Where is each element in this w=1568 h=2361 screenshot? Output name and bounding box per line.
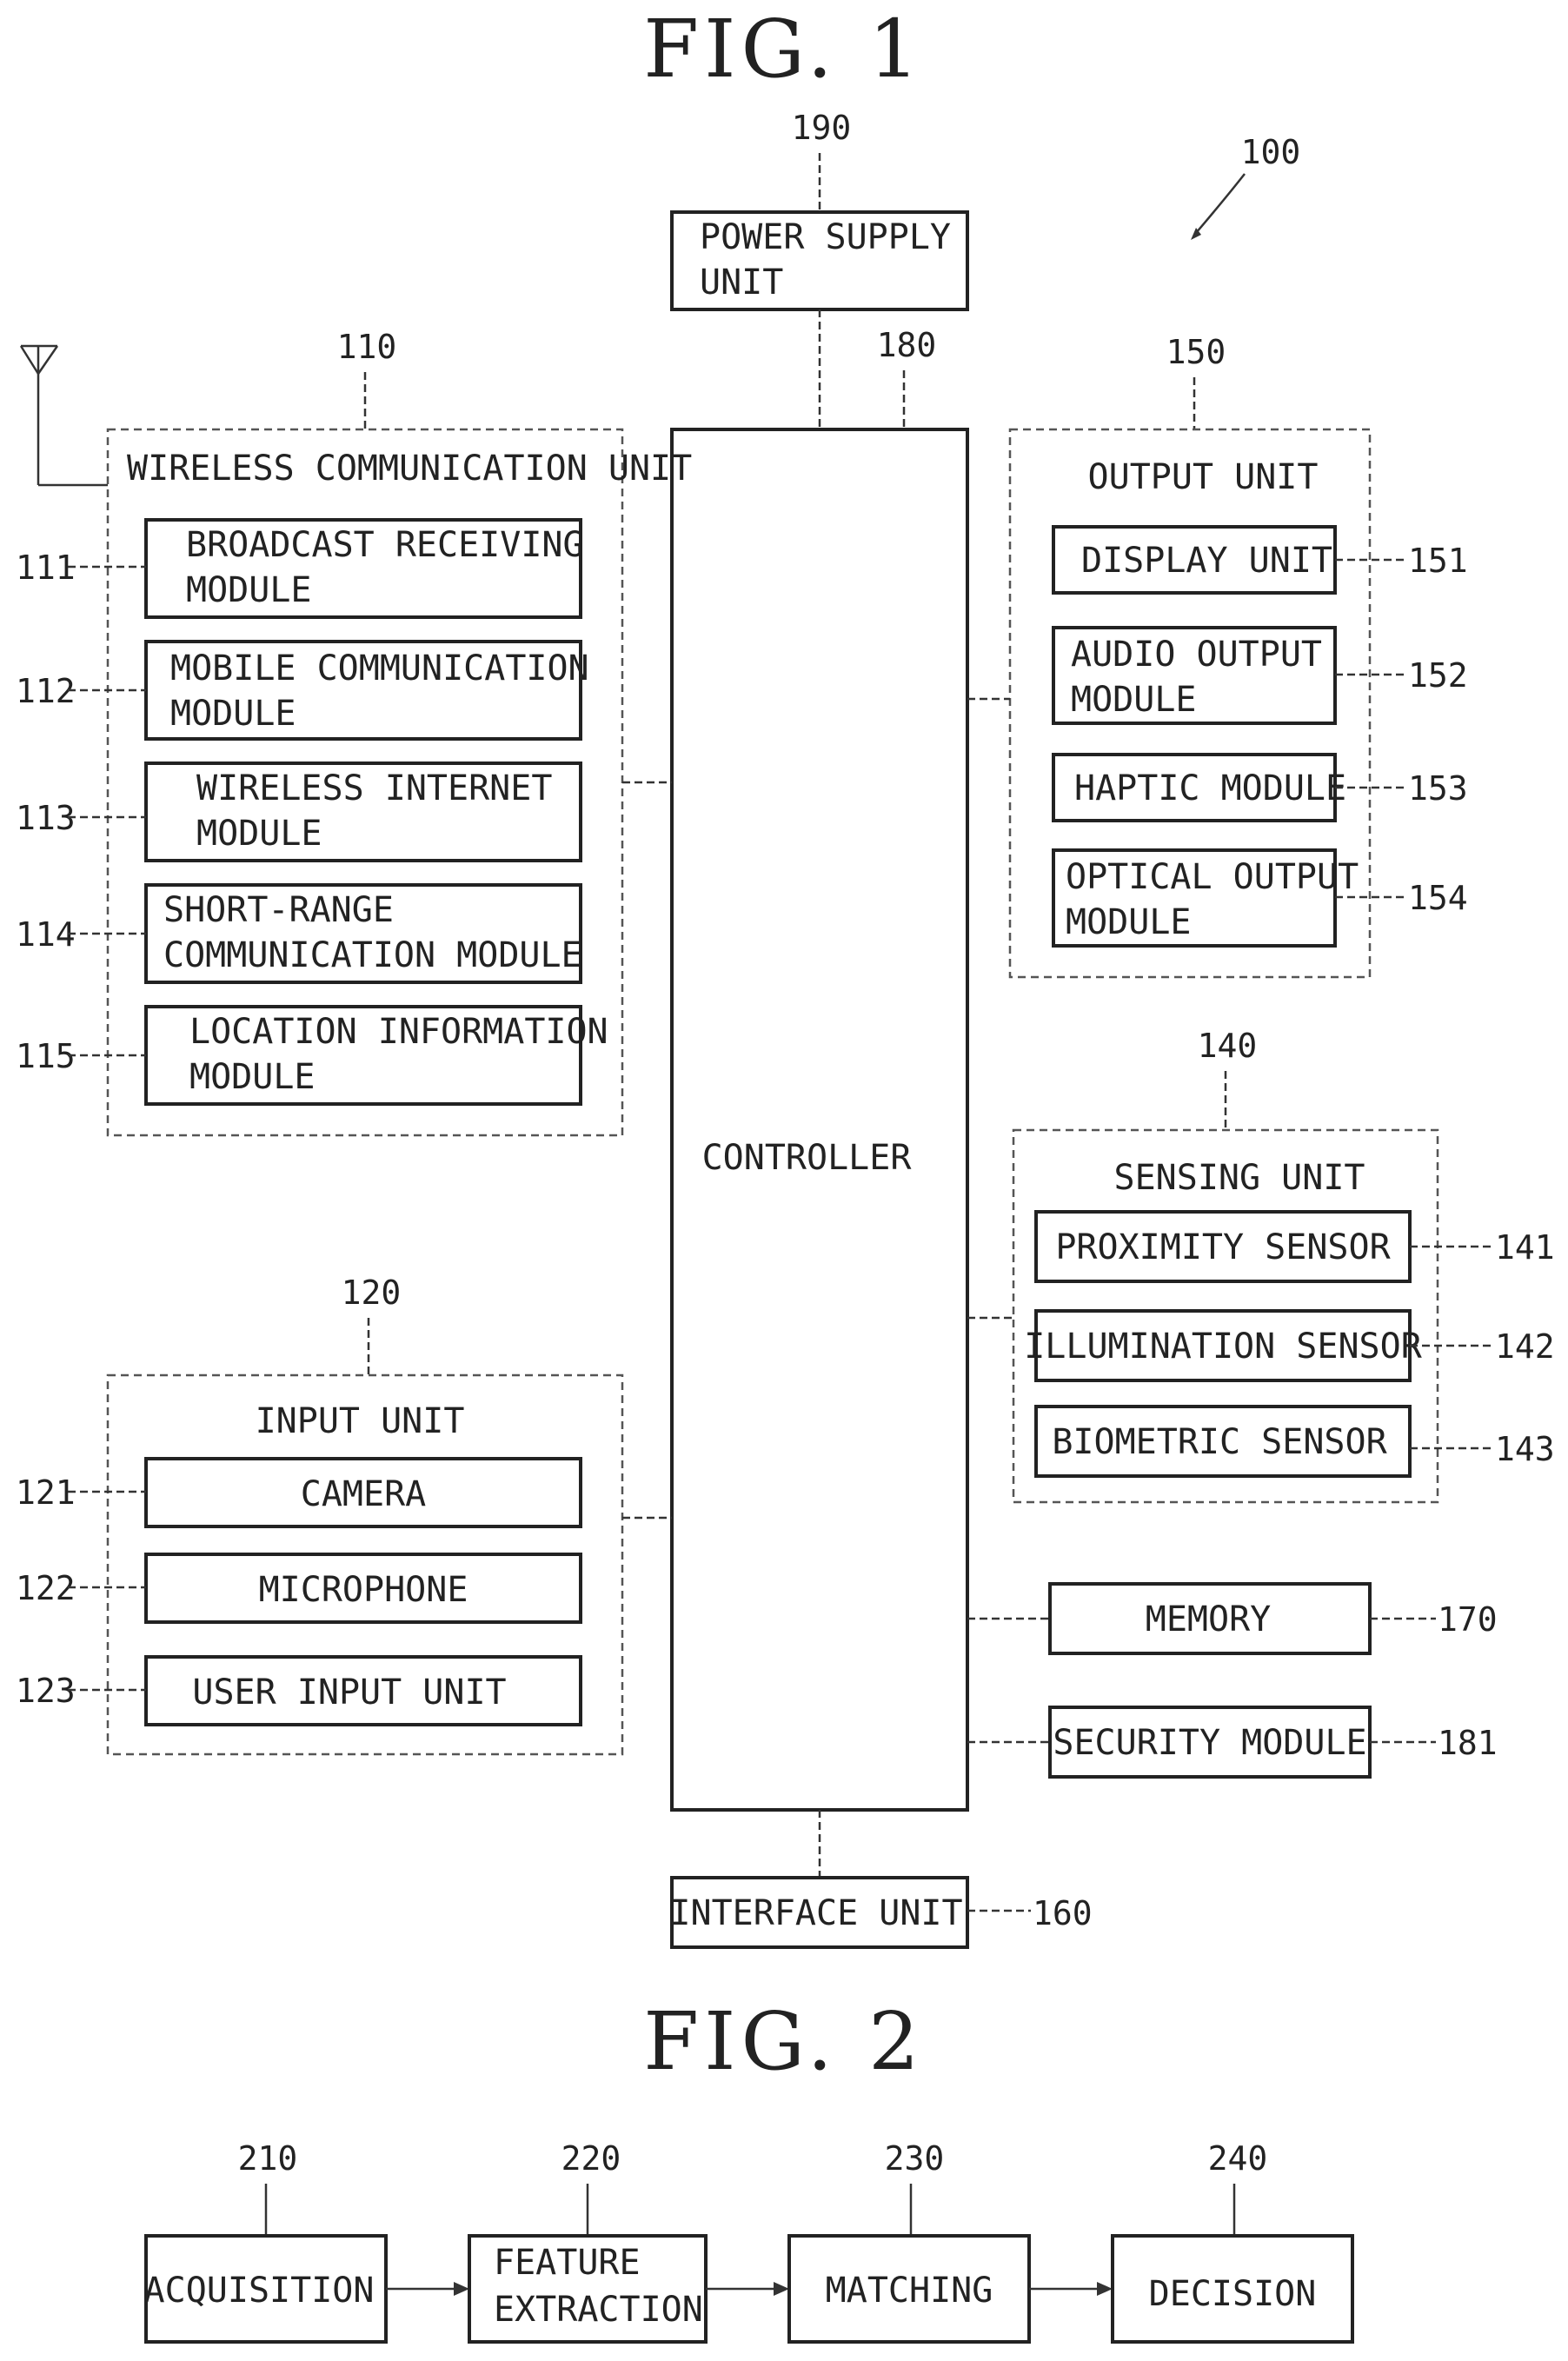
output-module-154: OPTICAL OUTPUT MODULE 154 — [1053, 850, 1468, 946]
wireless-unit-ref: 110 — [337, 328, 397, 366]
controller-ref: 180 — [877, 326, 937, 364]
audio-output-module-line2: MODULE — [1071, 680, 1197, 720]
output-unit-title: OUTPUT UNIT — [1088, 457, 1319, 497]
wireless-module-111: BROADCAST RECEIVING MODULE 111 — [16, 520, 584, 617]
decision-label: DECISION — [1149, 2274, 1317, 2314]
interface-unit-label: INTERFACE UNIT — [669, 1893, 962, 1933]
controller-label: CONTROLLER — [702, 1138, 913, 1178]
short-range-module-ref: 114 — [16, 915, 76, 954]
wireless-internet-module-line2: MODULE — [196, 814, 322, 854]
wireless-module-114: SHORT-RANGE COMMUNICATION MODULE 114 — [16, 885, 582, 982]
feature-extraction-ref: 220 — [561, 2139, 621, 2178]
flow-step-220: 220 FEATURE EXTRACTION — [469, 2139, 706, 2342]
audio-output-module-ref: 152 — [1408, 656, 1468, 695]
sensing-module-141: PROXIMITY SENSOR 141 — [1036, 1212, 1555, 1281]
matching-ref: 230 — [885, 2139, 945, 2178]
input-module-123: USER INPUT UNIT 123 — [16, 1657, 581, 1725]
mobile-communication-module-ref: 112 — [16, 672, 76, 710]
haptic-module-ref: 153 — [1408, 769, 1468, 808]
broadcast-receiving-module-line2: MODULE — [186, 570, 312, 610]
flow-step-230: 230 MATCHING — [789, 2139, 1029, 2342]
feature-extraction-line2: EXTRACTION — [494, 2290, 703, 2330]
optical-output-module-ref: 154 — [1408, 879, 1468, 917]
interface-unit-ref: 160 — [1033, 1894, 1093, 1932]
device-ref-leader — [1196, 174, 1245, 233]
wireless-internet-module-line1: WIRELESS INTERNET — [196, 768, 552, 808]
memory-label: MEMORY — [1146, 1599, 1272, 1639]
camera-ref: 121 — [16, 1473, 76, 1512]
output-module-151: DISPLAY UNIT 151 — [1053, 527, 1468, 593]
flow-step-210: 210 ACQUISITION — [144, 2139, 386, 2342]
short-range-module-line1: SHORT-RANGE — [163, 890, 394, 930]
biometric-sensor-label: BIOMETRIC SENSOR — [1052, 1422, 1387, 1462]
short-range-module-line2: COMMUNICATION MODULE — [163, 935, 582, 975]
proximity-sensor-ref: 141 — [1495, 1228, 1555, 1267]
mobile-communication-module-line1: MOBILE COMMUNICATION — [170, 648, 589, 688]
power-supply-label-line1: POWER SUPPLY — [700, 217, 951, 257]
illumination-sensor-label: ILLUMINATION SENSOR — [1024, 1327, 1422, 1367]
device-ref: 100 — [1241, 133, 1301, 171]
illumination-sensor-ref: 142 — [1495, 1327, 1555, 1366]
controller-box — [672, 429, 967, 1810]
sensing-unit-title: SENSING UNIT — [1114, 1158, 1365, 1198]
security-module-label: SECURITY MODULE — [1053, 1723, 1366, 1763]
location-information-module-line2: MODULE — [189, 1057, 316, 1097]
output-module-153: HAPTIC MODULE 153 — [1053, 755, 1468, 821]
proximity-sensor-label: PROXIMITY SENSOR — [1055, 1227, 1391, 1267]
user-input-unit-label: USER INPUT UNIT — [192, 1673, 506, 1713]
display-unit-ref: 151 — [1408, 542, 1468, 580]
location-information-module-ref: 115 — [16, 1037, 76, 1075]
feature-to-matching-arrowhead — [774, 2282, 789, 2296]
antenna-right — [38, 346, 57, 374]
haptic-module-line1: HAPTIC MODULE — [1074, 768, 1346, 808]
decision-ref: 240 — [1208, 2139, 1268, 2178]
memory-ref: 170 — [1438, 1600, 1498, 1639]
broadcast-receiving-module-ref: 111 — [16, 549, 76, 587]
flow-step-240: 240 DECISION — [1113, 2139, 1352, 2342]
camera-label: CAMERA — [301, 1474, 427, 1514]
sensing-unit-ref: 140 — [1198, 1027, 1258, 1065]
broadcast-receiving-module-line1: BROADCAST RECEIVING — [186, 525, 584, 565]
optical-output-module-line2: MODULE — [1066, 902, 1192, 942]
power-supply-label-line2: UNIT — [700, 263, 783, 303]
audio-output-module-line1: AUDIO OUTPUT — [1071, 635, 1322, 675]
wireless-unit-title: WIRELESS COMMUNICATION UNIT — [127, 449, 692, 489]
wireless-module-113: WIRELESS INTERNET MODULE 113 — [16, 763, 581, 861]
input-module-122: MICROPHONE 122 — [16, 1554, 581, 1622]
location-information-module-line1: LOCATION INFORMATION — [189, 1012, 608, 1052]
acquisition-ref: 210 — [238, 2139, 298, 2178]
microphone-label: MICROPHONE — [259, 1570, 468, 1610]
wireless-internet-module-ref: 113 — [16, 799, 76, 837]
matching-label: MATCHING — [826, 2271, 993, 2311]
output-module-152: AUDIO OUTPUT MODULE 152 — [1053, 628, 1468, 723]
microphone-ref: 122 — [16, 1569, 76, 1607]
fig2-title: FIG. 2 — [643, 1995, 924, 2088]
sensing-module-143: BIOMETRIC SENSOR 143 — [1036, 1407, 1555, 1476]
matching-to-decision-arrowhead — [1097, 2282, 1113, 2296]
display-unit-line1: DISPLAY UNIT — [1081, 541, 1332, 581]
optical-output-module-line1: OPTICAL OUTPUT — [1066, 857, 1359, 897]
wireless-module-112: MOBILE COMMUNICATION MODULE 112 — [16, 642, 589, 739]
wireless-module-115: LOCATION INFORMATION MODULE 115 — [16, 1007, 608, 1104]
security-module-ref: 181 — [1438, 1724, 1498, 1762]
mobile-communication-module-line2: MODULE — [170, 694, 296, 734]
acquisition-label: ACQUISITION — [144, 2271, 375, 2311]
input-unit-ref: 120 — [342, 1274, 402, 1312]
output-unit-ref: 150 — [1166, 333, 1226, 371]
biometric-sensor-ref: 143 — [1495, 1430, 1555, 1468]
power-supply-ref: 190 — [792, 109, 852, 147]
acquisition-to-feature-arrowhead — [454, 2282, 469, 2296]
input-module-121: CAMERA 121 — [16, 1459, 581, 1526]
feature-extraction-line1: FEATURE — [494, 2243, 641, 2283]
user-input-unit-ref: 123 — [16, 1672, 76, 1710]
antenna-left — [21, 346, 38, 374]
sensing-module-142: ILLUMINATION SENSOR 142 — [1024, 1311, 1554, 1380]
input-unit-title: INPUT UNIT — [256, 1401, 465, 1441]
fig1-title: FIG. 1 — [643, 3, 924, 96]
